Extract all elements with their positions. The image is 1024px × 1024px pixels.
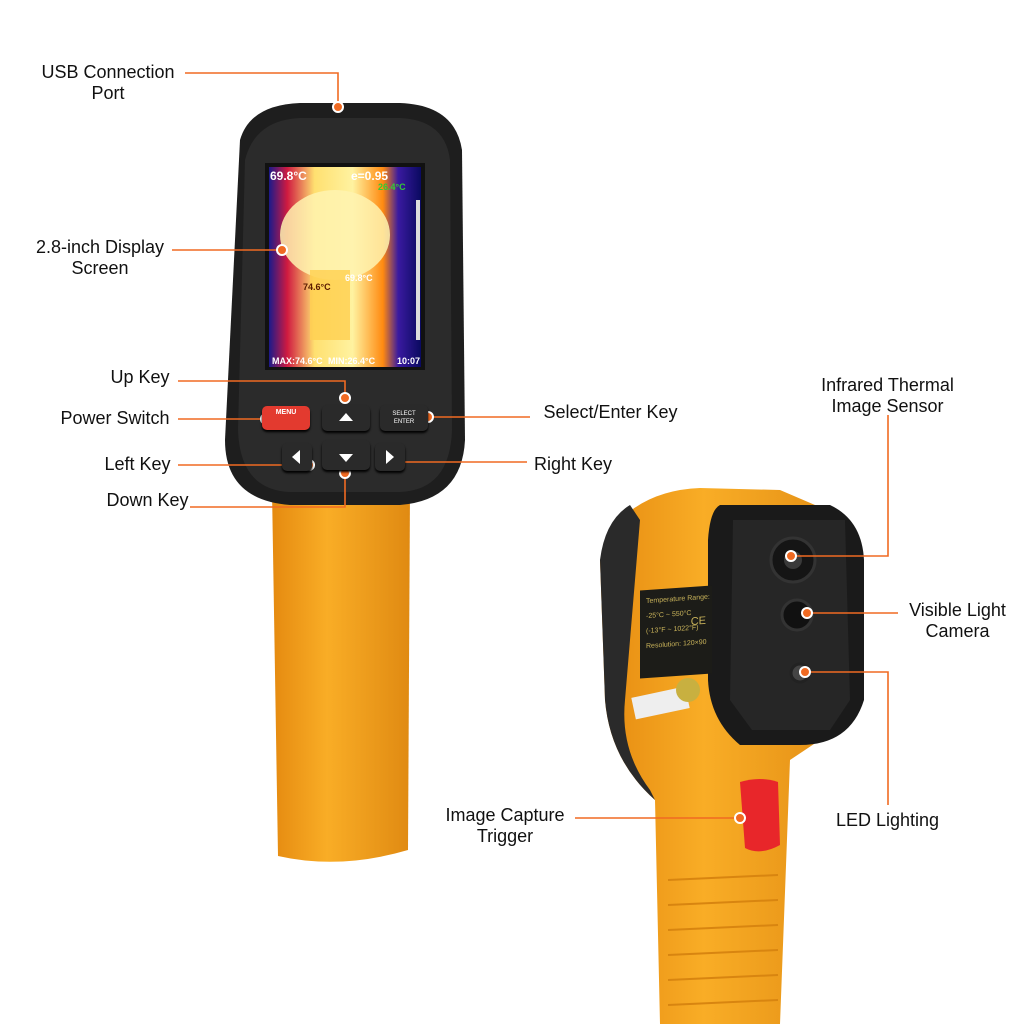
right-key[interactable] bbox=[375, 443, 405, 471]
label-led-lighting: LED Lighting bbox=[835, 810, 940, 830]
ambient-readout: 26.4°C bbox=[378, 182, 406, 192]
callout-lines bbox=[172, 72, 898, 819]
spec-line: Resolution: 120×90 bbox=[646, 638, 707, 651]
left-key[interactable] bbox=[282, 443, 312, 471]
capture-trigger bbox=[740, 779, 780, 852]
select-label: SELECT ENTER bbox=[380, 410, 428, 426]
label-up-key: Up Key bbox=[110, 367, 170, 387]
time-readout: 10:07 bbox=[397, 356, 421, 366]
select-text: SELECT bbox=[392, 411, 416, 417]
left-handle bbox=[272, 490, 410, 862]
enter-text: ENTER bbox=[393, 419, 415, 425]
label-down-key: Down Key bbox=[106, 490, 189, 510]
up-key[interactable] bbox=[322, 405, 370, 431]
left-arrow-icon bbox=[292, 450, 300, 464]
center-temp-readout: 69.8°C bbox=[270, 169, 307, 183]
label-right-key: Right Key bbox=[533, 454, 613, 474]
down-key[interactable] bbox=[322, 440, 370, 470]
label-left-key: Left Key bbox=[104, 454, 171, 474]
max-readout: MAX:74.6°C bbox=[272, 356, 323, 366]
up-arrow-icon bbox=[339, 413, 353, 421]
ce-mark: CE bbox=[690, 614, 706, 628]
spec-plate: Temperature Range: -25°C ~ 550°C (-13°F … bbox=[640, 585, 712, 679]
label-power-switch: Power Switch bbox=[60, 408, 170, 428]
center-spot-readout: 69.8°C bbox=[345, 273, 373, 283]
hot-spot-readout: 74.6°C bbox=[303, 282, 331, 292]
min-readout: MIN:26.4°C bbox=[328, 356, 376, 366]
down-arrow-icon bbox=[339, 454, 353, 462]
emissivity-readout: e=0.95 bbox=[351, 169, 389, 183]
select-enter-key[interactable]: SELECT ENTER bbox=[380, 405, 428, 431]
menu-power-button[interactable]: MENU bbox=[262, 406, 310, 430]
menu-label: MENU bbox=[275, 409, 297, 416]
label-select-enter-key: Select/Enter Key bbox=[543, 402, 678, 422]
right-arrow-icon bbox=[386, 450, 394, 464]
